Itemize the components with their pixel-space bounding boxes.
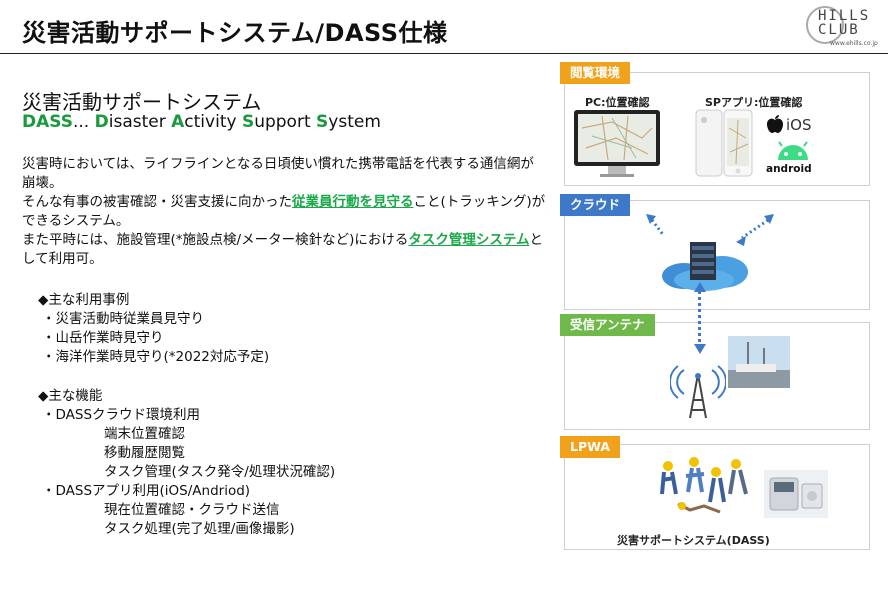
- description-p1: 災害時においては、ライフラインとなる日頃使い慣れた携帯電話を代表する通信網が崩壊…: [22, 156, 534, 191]
- p2-text: そんな有事の被害確認・災害支援に向かった: [22, 194, 292, 210]
- description-p3: また平時には、施設管理(*施設点検/メーター検針など)におけるタスク管理システム…: [22, 231, 547, 269]
- rescue-workers-illustration: [660, 457, 748, 514]
- android-icon: [778, 141, 808, 160]
- dass-part: ...: [73, 112, 95, 132]
- dass-part: A: [171, 112, 185, 132]
- pc-label: PC:位置確認: [585, 96, 650, 109]
- dass-part: isaster: [108, 112, 172, 132]
- antenna-icon: [670, 365, 726, 419]
- page-title: 災害活動サポートシステム/DASS仕様: [22, 19, 448, 47]
- p3-text-end: として利用可。: [22, 232, 543, 267]
- apple-icon: [767, 115, 783, 133]
- p3-text: また平時には、施設管理(*施設点検/メーター検針など)における: [22, 232, 409, 248]
- use-case-list: ◆主な利用事例 ・災害活動時従業員見守り ・山岳作業時見守り ・海洋作業時見守り…: [38, 291, 269, 367]
- antenna-photo: [728, 336, 790, 388]
- logo-url: www.ehills.co.jp: [830, 40, 878, 47]
- android-label: android: [766, 163, 812, 175]
- cloud-server-icon: [662, 242, 748, 291]
- description-p2: そんな有事の被害確認・災害支援に向かった従業員行動を見守ること(トラッキング)が…: [22, 193, 547, 231]
- vertical-arrow-upper: [698, 286, 701, 348]
- cloud-panel: [564, 200, 870, 310]
- pc-monitor-icon: [574, 110, 660, 177]
- dass-part: ystem: [328, 112, 381, 132]
- cloud-tag: クラウド: [560, 194, 631, 216]
- feature-item: 現在位置確認・クラウド送信: [104, 502, 280, 518]
- use-case-heading: ◆主な利用事例: [38, 292, 130, 308]
- dass-part: S: [316, 112, 329, 132]
- dass-part: upport: [254, 112, 317, 132]
- dass-part: DASS: [22, 112, 73, 132]
- feature-heading: ◆主な機能: [38, 388, 103, 404]
- feature-item: 移動履歴閲覧: [104, 445, 185, 461]
- feature-item: タスク管理(タスク発令/処理状況確認): [104, 464, 336, 480]
- logo-line-2: CLUB: [818, 22, 860, 38]
- use-case-item: ・山岳作業時見守り: [42, 330, 164, 346]
- feature-item: タスク処理(完了処理/画像撮影): [104, 521, 295, 537]
- feature-app-head: ・DASSアプリ利用(iOS/Andriod): [42, 483, 251, 499]
- vertical-arrow-heads-icon: [694, 282, 706, 354]
- header-bar: 災害活動サポートシステム/DASS仕様 HILLS CLUB www.ehill…: [0, 0, 888, 54]
- smartphone-icon: [695, 109, 753, 177]
- dass-device-photo: [764, 470, 828, 518]
- lpwa-tag: LPWA: [560, 436, 621, 458]
- p3-highlight: タスク管理システム: [408, 232, 530, 248]
- feature-item: 端末位置確認: [104, 426, 185, 442]
- dass-caption: 災害サポートシステム(DASS): [617, 534, 770, 547]
- logo-line-1: HILLS: [818, 8, 871, 24]
- description: 災害時においては、ライフラインとなる日頃使い慣れた携帯電話を代表する通信網が崩壊…: [22, 155, 547, 269]
- antenna-tag: 受信アンテナ: [560, 314, 655, 336]
- ios-label: iOS: [786, 116, 812, 134]
- p2-text-end: こと(トラッキング)ができるシステム。: [22, 194, 546, 229]
- dass-part: D: [94, 112, 109, 132]
- dass-part: ctivity: [184, 112, 242, 132]
- cloud-arrows-icon: [646, 214, 774, 246]
- use-case-item: ・海洋作業時見守り(*2022対応予定): [42, 349, 270, 365]
- dass-acronym: DASS... Disaster Activity Support System: [22, 112, 381, 132]
- p2-highlight: 従業員行動を見守る: [292, 194, 414, 210]
- sp-label: SPアプリ:位置確認: [705, 96, 803, 109]
- feature-list: ◆主な機能 ・DASSクラウド環境利用 端末位置確認 移動履歴閲覧 タスク管理(…: [38, 387, 335, 539]
- logo-circle-icon: [806, 6, 844, 44]
- company-logo: HILLS CLUB www.ehills.co.jp: [800, 4, 884, 48]
- use-case-item: ・災害活動時従業員見守り: [42, 311, 204, 327]
- browse-tag: 閲覧環境: [560, 62, 631, 84]
- dass-part: S: [241, 112, 255, 132]
- feature-cloud-head: ・DASSクラウド環境利用: [42, 407, 201, 423]
- system-subtitle: 災害活動サポートシステム: [22, 90, 262, 114]
